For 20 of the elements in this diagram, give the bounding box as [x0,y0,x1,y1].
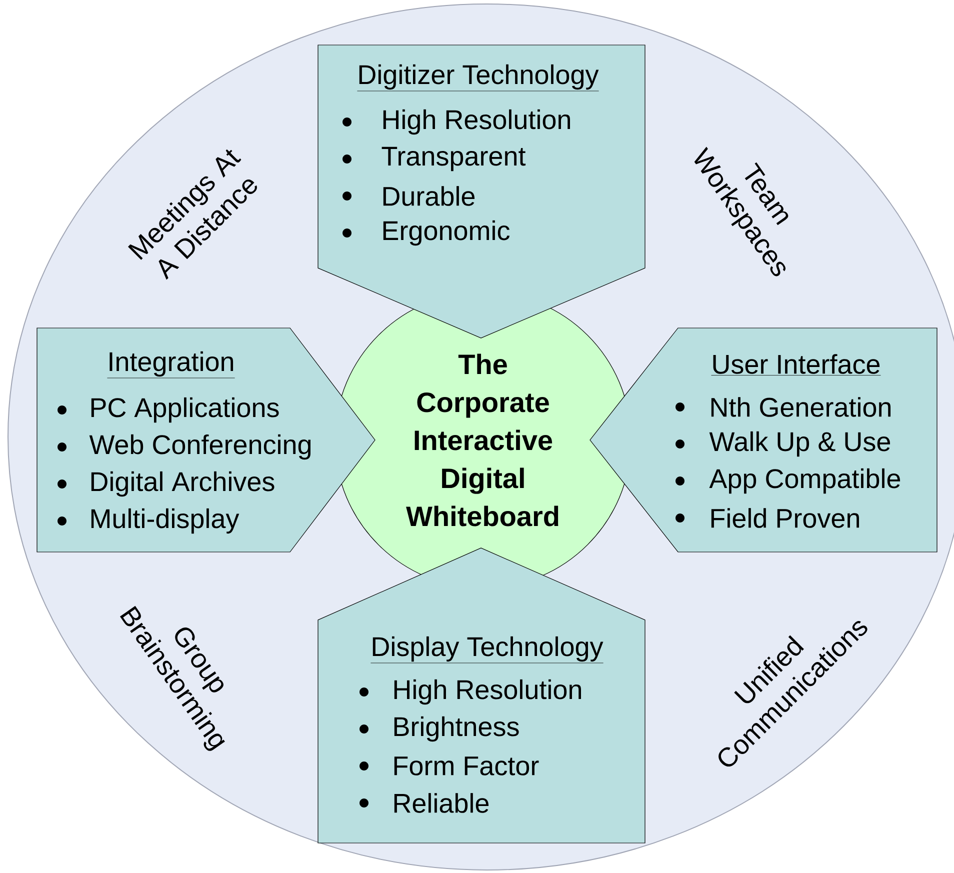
list-item: Reliable [394,793,489,813]
list-item: App Compatible [709,468,900,494]
arrow-box: Digitizer Technology High Resolution Transparent Durable Ergonomic [318,44,646,338]
list-item: PC Applications [91,397,279,423]
list-item: Durable [383,186,475,206]
arrow-box: Display Technology High Resolution Brightness Form Factor Reliable [318,548,646,844]
list-item: Ergonomic [383,220,510,246]
list-item: Form Factor [394,756,539,776]
list-item: Web Conferencing [89,434,311,460]
list-item: Walk Up & Use [709,431,890,457]
list-item: Field Proven [711,508,859,528]
list-item: Brightness [394,716,519,742]
list-item: Transparent [382,146,526,172]
list-item: High Resolution [383,109,570,135]
list-item: Nth Generation [711,397,891,417]
list-item: High Resolution [394,679,581,705]
list-item: Multi-display [91,508,240,534]
list-item: Digital Archives [91,471,274,497]
arrow-box: User Interface Nth Generation Walk Up & Use App Compatible Field Proven [590,328,938,552]
arrow-box: Integration PC Applications Web Conferencing Digital Archives Multi-display [36,328,376,552]
